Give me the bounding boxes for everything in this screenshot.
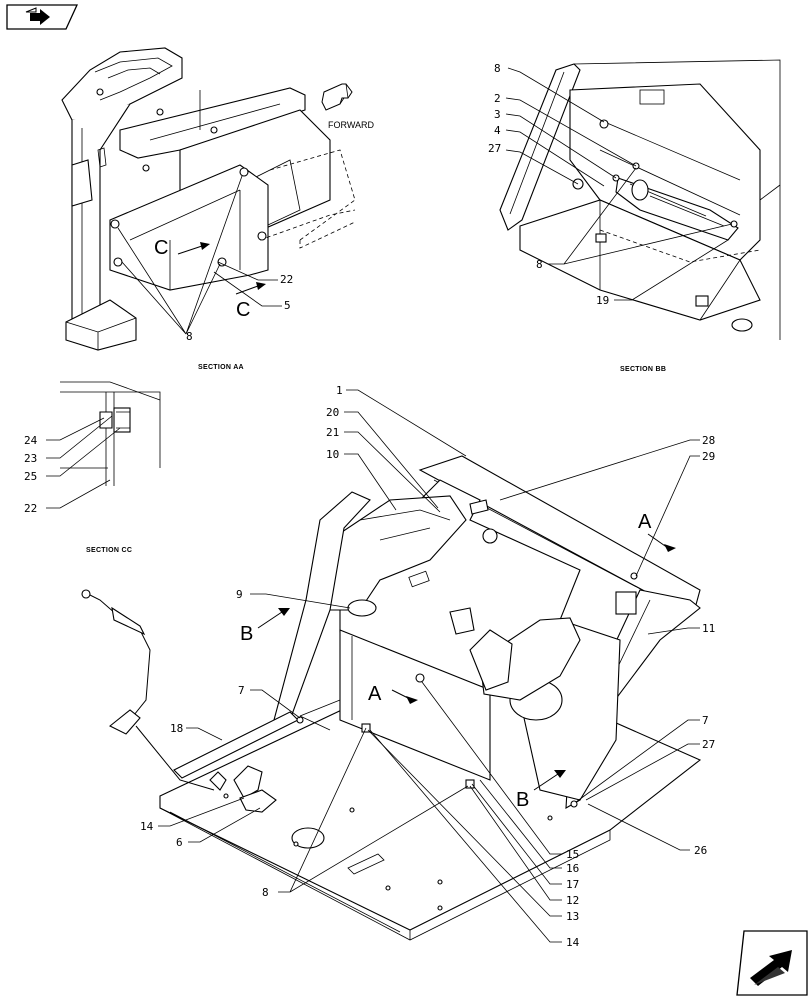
callout-14-right: 14 (566, 936, 580, 949)
view-letter-b-upper: B (240, 623, 253, 645)
previous-page-button[interactable] (6, 4, 78, 30)
callout-cc-25: 25 (24, 470, 37, 483)
callout-bb-27: 27 (488, 142, 501, 155)
view-letter-b-lower: B (516, 789, 529, 811)
view-letter-a-upper: A (638, 511, 652, 533)
callout-27: 27 (702, 738, 715, 751)
callout-9: 9 (236, 588, 243, 601)
forward-label: FORWARD (328, 120, 374, 130)
callout-aa-5: 5 (284, 299, 291, 312)
section-aa-drawing (61, 47, 356, 351)
callout-28: 28 (702, 434, 715, 447)
callout-6: 6 (176, 836, 183, 849)
callout-aa-8: 8 (186, 330, 193, 343)
callout-26: 26 (694, 844, 707, 857)
section-cc-drawing (60, 381, 161, 486)
callout-20: 20 (326, 406, 339, 419)
callout-14-left: 14 (140, 820, 154, 833)
callout-8-main: 8 (262, 886, 269, 899)
callout-bb-8-bottom: 8 (536, 258, 543, 271)
callout-7-right: 7 (702, 714, 709, 727)
callout-21: 21 (326, 426, 339, 439)
main-assembly-drawing (81, 455, 702, 941)
previous-page-arrow-icon (6, 4, 78, 30)
callout-7-left: 7 (238, 684, 245, 697)
callout-aa-22: 22 (280, 273, 293, 286)
callout-18: 18 (170, 722, 183, 735)
callout-bb-4: 4 (494, 124, 501, 137)
callout-bb-3: 3 (494, 108, 501, 121)
callout-bb-8-top: 8 (494, 62, 501, 75)
callout-11: 11 (702, 622, 715, 635)
next-page-arrow-icon (736, 930, 808, 996)
callout-cc-22: 22 (24, 502, 37, 515)
section-cc-title: SECTION CC (86, 547, 132, 554)
callout-13: 13 (566, 910, 579, 923)
view-letter-c-upper: C (154, 237, 168, 259)
next-page-button[interactable] (736, 930, 808, 996)
callout-29: 29 (702, 450, 715, 463)
callout-10: 10 (326, 448, 339, 461)
callout-bb-19: 19 (596, 294, 609, 307)
view-letter-a-lower: A (368, 683, 382, 705)
callout-cc-24: 24 (24, 434, 38, 447)
callout-1: 1 (336, 384, 343, 397)
callout-17: 17 (566, 878, 579, 891)
forward-arrow-icon (321, 83, 353, 111)
callout-15: 15 (566, 848, 579, 861)
section-bb-drawing (499, 59, 781, 340)
callout-12: 12 (566, 894, 579, 907)
callout-bb-2: 2 (494, 92, 501, 105)
section-aa-title: SECTION AA (198, 364, 244, 371)
callout-16: 16 (566, 862, 579, 875)
view-letter-c-lower: C (236, 299, 250, 321)
section-bb-title: SECTION BB (620, 366, 666, 373)
callout-cc-23: 23 (24, 452, 37, 465)
